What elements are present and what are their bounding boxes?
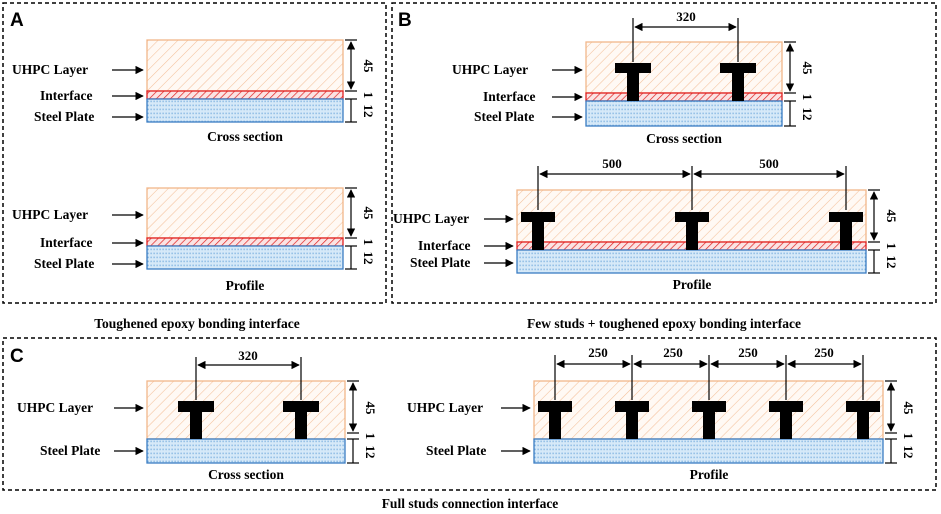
steel-plate (533, 438, 884, 464)
steel-plate-label: Steel Plate (34, 109, 94, 124)
stud-spacing-dimension: 320 (195, 348, 302, 400)
panel-a-cross-section: UHPC Layer Interface Steel Plate 45 1 12… (12, 39, 376, 144)
stud-spacing-dimension: 320 (632, 9, 739, 62)
uhpc-layer (146, 39, 344, 92)
panel-c-caption: Full studs connection interface (382, 496, 559, 511)
stud-spacing-dimension: 250 250 250 250 (554, 345, 864, 400)
uhpc-layer (146, 187, 344, 239)
profile-caption: Profile (226, 278, 265, 293)
steel-plate (146, 438, 346, 464)
panel-a-profile: UHPC Layer Interface Steel Plate 45 1 12… (12, 187, 376, 293)
thickness-dimension: 45 1 12 (347, 380, 378, 464)
panel-c-profile: 250 250 250 250 UHPC Layer Steel Plate 4… (407, 345, 916, 482)
stud-spacing-label: 500 (602, 156, 622, 171)
stud-spacing-dimension: 500 500 (537, 156, 847, 210)
stud-spacing-label: 250 (738, 345, 758, 360)
panel-c-frame (2, 337, 937, 491)
interface-thickness: 1 (800, 94, 815, 101)
stud-spacing-label: 250 (814, 345, 834, 360)
steel-plate (146, 245, 344, 270)
shear-stud (692, 401, 726, 439)
shear-stud (178, 401, 214, 439)
interface-thickness: 1 (884, 243, 899, 250)
stud-spacing-label: 320 (238, 348, 258, 363)
steel-thickness: 12 (361, 105, 376, 118)
uhpc-thickness: 45 (363, 402, 378, 416)
interface-layer (146, 237, 344, 247)
interface-label: Interface (40, 235, 92, 250)
stud-spacing-label: 250 (663, 345, 683, 360)
uhpc-thickness: 45 (901, 402, 916, 416)
panel-b-profile: 500 500 UHPC Layer Interface Steel Plate… (393, 156, 899, 292)
thickness-dimension: 45 1 12 (784, 41, 815, 127)
cross-section-caption: Cross section (207, 129, 283, 144)
steel-thickness: 12 (901, 446, 916, 459)
shear-stud (769, 401, 803, 439)
steel-plate-label: Steel Plate (410, 255, 470, 270)
panel-b-letter: B (398, 10, 412, 31)
steel-plate (516, 249, 867, 274)
steel-thickness: 12 (361, 252, 376, 265)
shear-stud (720, 63, 756, 101)
stud-spacing-label: 320 (676, 9, 696, 24)
interface-label: Interface (40, 88, 92, 103)
thickness-dimension: 45 1 12 (345, 39, 376, 123)
uhpc-layer-label: UHPC Layer (393, 211, 469, 226)
cross-section-caption: Cross section (208, 467, 284, 482)
profile-caption: Profile (673, 277, 712, 292)
uhpc-thickness: 45 (884, 210, 899, 224)
thickness-dimension: 45 1 12 (868, 189, 899, 274)
panel-c-letter: C (10, 346, 24, 367)
uhpc-thickness: 45 (800, 62, 815, 76)
shear-stud (283, 401, 319, 439)
uhpc-thickness: 45 (361, 207, 376, 221)
steel-thickness: 12 (800, 108, 815, 121)
steel-plate (585, 100, 783, 127)
profile-caption: Profile (690, 467, 729, 482)
uhpc-layer-label: UHPC Layer (407, 400, 483, 415)
thickness-dimension: 45 1 12 (345, 187, 376, 270)
steel-thickness: 12 (363, 446, 378, 459)
panel-c-cross-section: 320 UHPC Layer Steel Plate 45 1 12 Cross… (17, 348, 378, 482)
panel-a-letter: A (10, 10, 24, 31)
steel-plate-label: Steel Plate (40, 443, 100, 458)
shear-stud (521, 212, 555, 250)
cross-section-caption: Cross section (646, 131, 722, 146)
shear-stud (675, 212, 709, 250)
shear-stud (846, 401, 880, 439)
panel-a-frame (2, 2, 387, 304)
shear-stud (829, 212, 863, 250)
uhpc-layer-label: UHPC Layer (17, 400, 93, 415)
steel-plate (146, 98, 344, 123)
shear-stud (615, 63, 651, 101)
stud-spacing-label: 250 (588, 345, 608, 360)
steel-thickness: 12 (884, 256, 899, 269)
uhpc-thickness: 45 (361, 60, 376, 74)
uhpc-layer-label: UHPC Layer (12, 207, 88, 222)
panel-b-frame (391, 2, 937, 304)
panel-a-caption: Toughened epoxy bonding interface (94, 316, 299, 331)
interface-label: Interface (418, 238, 470, 253)
interface-thickness: 1 (901, 433, 916, 440)
shear-stud (538, 401, 572, 439)
panel-b-cross-section: 320 UHPC Layer Interface Steel Plate 45 … (452, 9, 815, 146)
thickness-dimension: 45 1 12 (885, 380, 916, 464)
interface-layer (146, 90, 344, 100)
stud-spacing-label: 500 (759, 156, 779, 171)
interface-layer (585, 92, 783, 102)
uhpc-layer-label: UHPC Layer (12, 62, 88, 77)
interface-label: Interface (483, 89, 535, 104)
steel-plate-label: Steel Plate (426, 443, 486, 458)
interface-thickness: 1 (363, 433, 378, 440)
uhpc-layer-label: UHPC Layer (452, 62, 528, 77)
shear-stud (615, 401, 649, 439)
steel-plate-label: Steel Plate (34, 256, 94, 271)
interface-thickness: 1 (361, 239, 376, 246)
panel-b-caption: Few studs + toughened epoxy bonding inte… (527, 316, 801, 331)
interface-thickness: 1 (361, 92, 376, 99)
steel-plate-label: Steel Plate (474, 109, 534, 124)
